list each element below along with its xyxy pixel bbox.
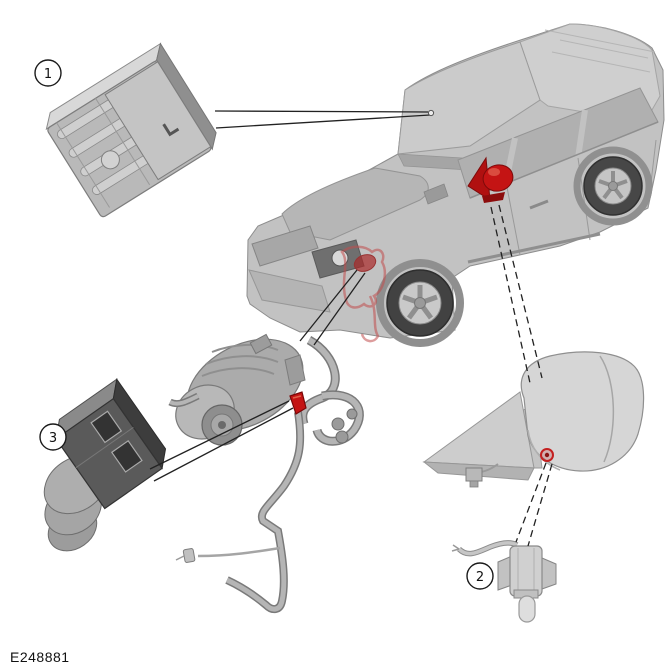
module-body [104, 61, 212, 181]
callout-2-number: 2 [476, 570, 484, 585]
leader-lines-fender [299, 269, 366, 346]
sensor-item2 [451, 540, 557, 623]
wire-clip [182, 548, 196, 563]
connector-item3 [43, 377, 167, 552]
mirror-highlight-on-vehicle [467, 156, 514, 203]
compressor-assembly [168, 333, 364, 614]
roof-rib-lines [544, 29, 656, 73]
compressor-mount [284, 354, 306, 386]
side-step [467, 232, 601, 264]
callout-3-number: 3 [49, 431, 57, 446]
mirror-assembly [422, 351, 645, 488]
leader-lines-item1 [214, 109, 435, 129]
sensor-body [509, 545, 543, 597]
front-wheel [376, 259, 464, 347]
figure-code: E248881 [10, 649, 70, 665]
callout-2: 2 [466, 562, 494, 590]
rear-wheel [573, 146, 653, 226]
vehicle-illustration [246, 23, 665, 347]
control-module-item1 [45, 42, 217, 218]
front-grille [251, 225, 319, 267]
compressor-bracket [249, 333, 273, 355]
callout-3: 3 [39, 423, 67, 451]
fender-ghost-highlight [340, 245, 386, 343]
leader-lines-item2 [515, 462, 553, 547]
callout-1: 1 [34, 59, 62, 87]
mirror-connector [465, 467, 483, 482]
hood-recess-panel [281, 167, 429, 241]
sensor-clip-right [541, 557, 557, 590]
connector-body [55, 397, 163, 510]
callout-1-number: 1 [44, 67, 52, 82]
module-location-marker [427, 109, 435, 117]
leader-lines-item3 [149, 400, 294, 482]
windshield-glass [397, 41, 541, 155]
sensor-probe [518, 595, 536, 623]
module-connector-boss [100, 150, 120, 170]
front-bumper [248, 269, 331, 313]
mirror-sail-panel [422, 391, 535, 469]
fender-vent [423, 183, 449, 205]
mirror-housing [520, 351, 645, 472]
leader-lines-mirror [490, 204, 543, 384]
harness-wire [197, 546, 281, 558]
